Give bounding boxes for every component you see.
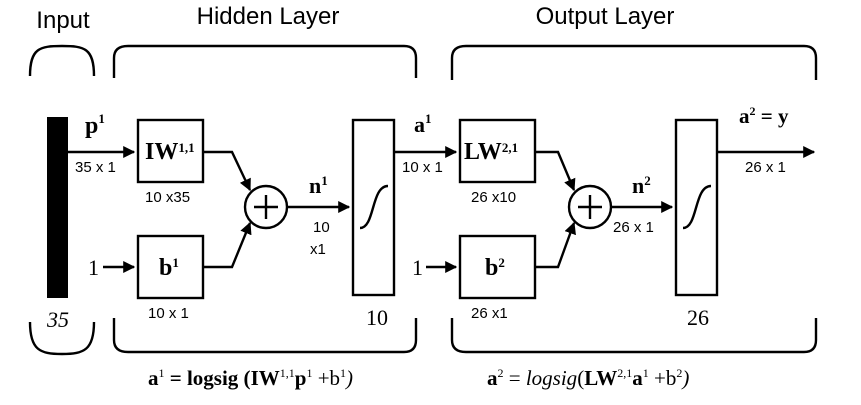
output-layer-size: 26 xyxy=(687,305,709,330)
input-top-brace xyxy=(28,44,96,77)
hidden-layer-equation: a1 = logsig (IW1,1p1 +b1) xyxy=(148,366,353,390)
output-top-brace xyxy=(450,44,818,80)
logsig2-curve-icon xyxy=(682,184,712,230)
b2-to-sum2-arrow xyxy=(535,221,576,269)
input-header: Input xyxy=(36,7,90,34)
input-signal-label: p1 xyxy=(85,111,105,139)
sum2-plus-sign xyxy=(578,195,602,219)
hidden-layer-size: 10 xyxy=(366,305,388,330)
logsig1-curve-icon xyxy=(359,184,389,230)
iw-weight-label: IW1,1 xyxy=(145,139,195,165)
n2-dims: 26 x 1 xyxy=(613,219,654,236)
a1-label: a1 xyxy=(414,111,432,137)
sum1-plus-sign xyxy=(254,195,278,219)
hidden-bottom-brace xyxy=(112,318,418,354)
output-dims: 26 x 1 xyxy=(745,159,786,176)
output-layer-header: Output Layer xyxy=(536,3,675,30)
input-size-label: 35 xyxy=(46,307,69,332)
b2-bias-label: b2 xyxy=(485,255,505,281)
iw-weight-dims: 10 x35 xyxy=(145,189,190,206)
hidden-layer-header: Hidden Layer xyxy=(197,3,340,30)
lw-weight-label: LW2,1 xyxy=(464,139,518,165)
b1-to-sum1-arrow xyxy=(203,221,252,269)
lw-to-sum2-arrow xyxy=(535,150,576,192)
lw-weight-dims: 26 x10 xyxy=(471,189,516,206)
n1-label: n1 xyxy=(309,173,328,198)
a1-dims: 10 x 1 xyxy=(402,159,443,176)
b2-bias-dims: 26 x1 xyxy=(471,305,508,322)
output-bias-input: 1 xyxy=(412,255,423,280)
n1-dims-line2: x1 xyxy=(310,241,326,258)
lw-weight-box xyxy=(458,118,537,184)
input-bottom-brace xyxy=(28,321,96,356)
n2-label: n2 xyxy=(632,173,651,198)
hidden-top-brace xyxy=(112,44,418,78)
output-label: a2 = y xyxy=(739,104,789,128)
output-layer-equation: a2 = logsig(LW2,1a1 +b2) xyxy=(487,366,689,390)
b1-bias-dims: 10 x 1 xyxy=(148,305,189,322)
iw-to-sum1-arrow xyxy=(203,150,252,192)
input-signal-dims: 35 x 1 xyxy=(75,159,116,176)
output-bottom-brace xyxy=(450,318,818,354)
n1-dims-line1: 10 xyxy=(313,219,330,236)
b2-bias-box xyxy=(458,234,537,300)
input-vector-bar xyxy=(47,117,68,298)
b1-bias-label: b1 xyxy=(159,255,179,281)
hidden-bias-input: 1 xyxy=(88,255,99,280)
iw-weight-box xyxy=(136,118,205,184)
